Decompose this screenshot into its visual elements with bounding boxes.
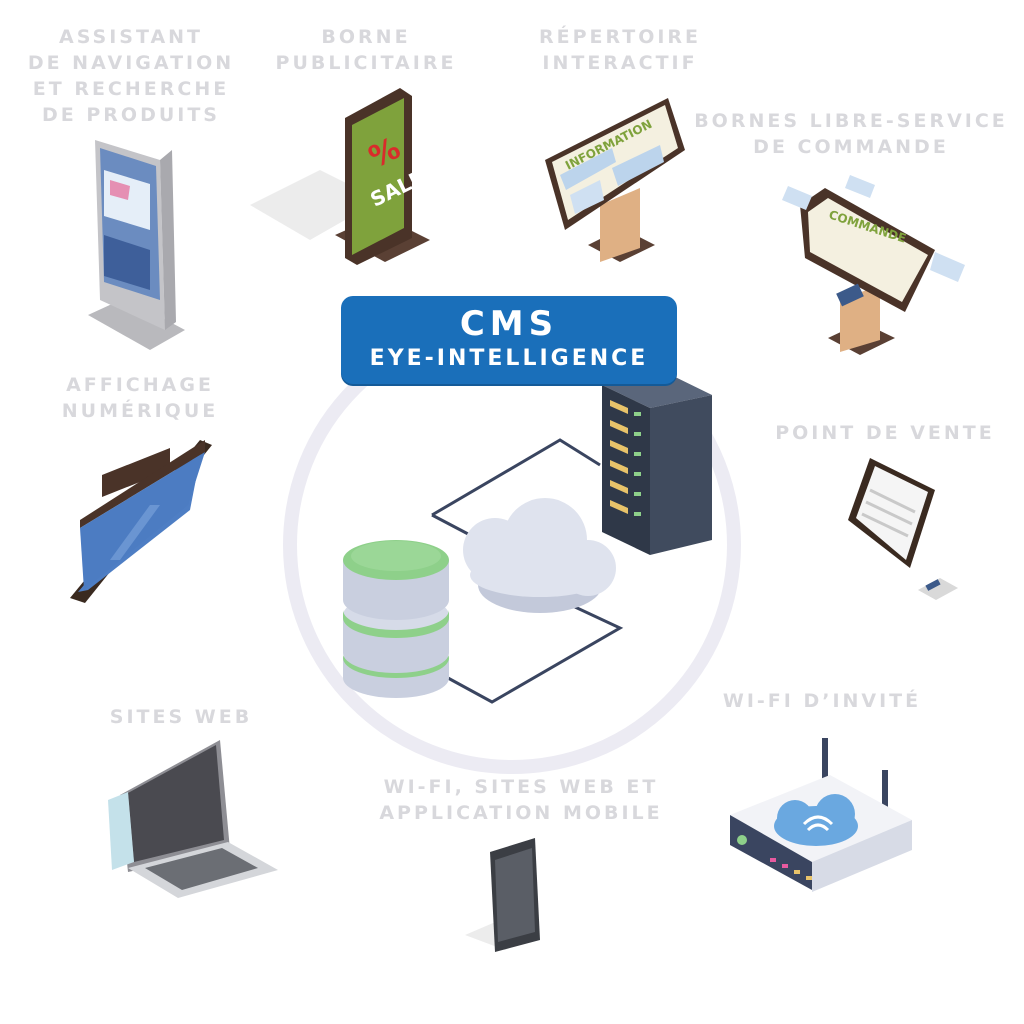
label-interactive-directory: RÉPERTOIRE INTERACTIF [538,26,702,74]
cloud-icon [463,498,616,613]
database-icon [343,540,449,698]
cms-title: CMS [459,304,559,344]
label-digital-signage: AFFICHAGE NUMÉRIQUE [61,374,219,422]
label-websites: SITES WEB [109,706,253,728]
label-ordering-kiosks: BORNES LIBRE-SERVICE DE COMMANDE [694,110,1008,158]
cms-badge: CMS EYE-INTELLIGENCE [341,296,677,384]
label-wayfinding-assistant: ASSISTANT DE NAVIGATION ET RECHERCHE DE … [27,26,235,126]
server-rack-icon [602,372,712,555]
label-point-of-sale: POINT DE VENTE [775,422,995,444]
wayfinding-kiosk-icon [88,140,185,350]
advertising-kiosk-icon: SALE % [250,88,430,265]
label-wifi-web-mobile: WI-FI, SITES WEB ET APPLICATION MOBILE [379,776,663,824]
network-line [431,513,471,537]
digital-display-icon [70,440,212,603]
laptop-icon [108,740,278,898]
label-advertising-kiosk: BORNE PUBLICITAIRE [275,26,457,74]
ordering-kiosk-icon: COMMANDE [782,175,965,355]
smartphone-icon [465,838,540,952]
cms-subtitle: EYE-INTELLIGENCE [369,346,649,371]
wifi-router-icon [730,738,912,892]
network-line [447,598,624,704]
label-guest-wifi: WI-FI D’INVITÉ [722,690,922,712]
point-of-sale-icon [848,458,958,600]
network-line [431,438,601,517]
interactive-directory-icon: INFORMATION [545,98,685,262]
